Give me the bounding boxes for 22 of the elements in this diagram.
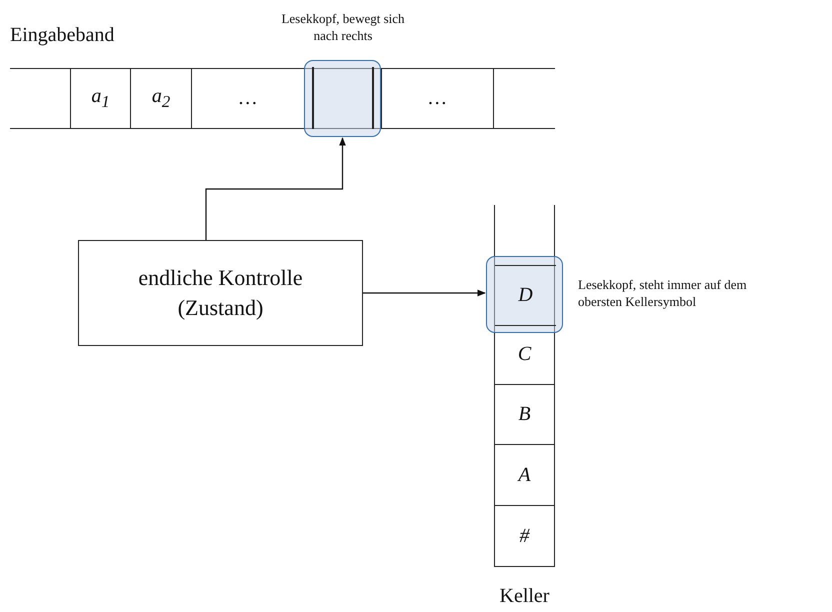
tape-cell <box>70 68 131 129</box>
cell-symbol: … <box>239 87 257 110</box>
cell-symbol: A <box>518 464 531 486</box>
arrow <box>363 290 486 296</box>
cell-symbol: … <box>428 87 446 110</box>
stack-heading: Keller <box>498 585 550 608</box>
stack-cell <box>495 265 556 326</box>
cell-symbol: D <box>518 284 533 307</box>
cell-symbol: # <box>520 524 530 548</box>
read-head <box>304 60 381 137</box>
tape-heading: Eingabeband <box>10 24 114 47</box>
arrow <box>205 137 346 240</box>
control-box <box>78 240 363 346</box>
cell-symbol: a$_{2}$ <box>152 85 170 112</box>
read-head <box>486 256 563 333</box>
tape-cell <box>381 68 494 129</box>
cell-symbol: a$_{1}$ <box>91 85 110 112</box>
head-caption: Lesekkopf, bewegt sich nach rechts <box>280 10 406 44</box>
head-caption: Lesekkopf, steht immer auf dem obersten Kellersymbol <box>578 276 748 310</box>
cell-symbol: C <box>518 343 532 366</box>
control-label: endliche Kontrolle (Zustand) <box>137 264 304 322</box>
cell-symbol: B <box>518 403 531 426</box>
